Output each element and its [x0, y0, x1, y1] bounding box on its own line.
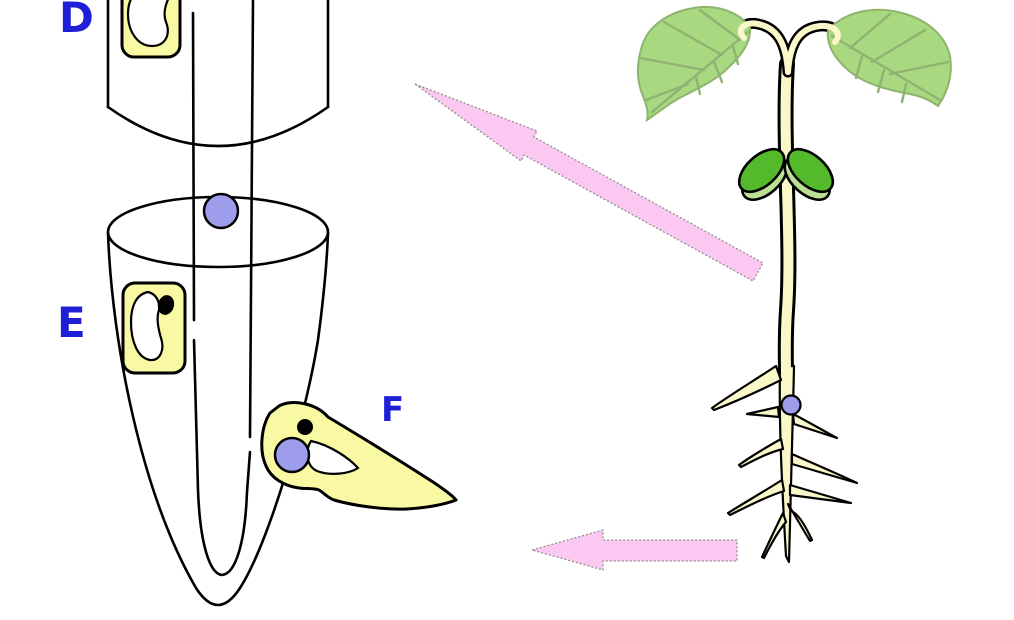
cell-f-root-hair	[260, 401, 458, 511]
stem-fill	[780, 59, 794, 377]
right-leaf-blade	[826, 8, 952, 108]
cell-d	[120, 0, 182, 59]
right-leaf-veins	[830, 12, 950, 104]
lateral-root	[726, 478, 786, 517]
cell-f-black-dot	[297, 419, 313, 435]
root-tip-outline	[106, 231, 330, 607]
cell-d-vacuole	[126, 0, 170, 48]
lateral-root	[737, 437, 785, 469]
arrows	[414, 83, 764, 571]
inner-column-right-line	[248, 0, 255, 439]
right-petiole-fill	[785, 22, 841, 75]
lateral-root	[710, 364, 783, 412]
left-leaf	[637, 6, 752, 123]
label-f: F	[381, 390, 404, 430]
inner-column-left-line	[191, 11, 196, 322]
cell-e	[121, 281, 187, 375]
arrow-lower-horizontal-icon	[529, 529, 738, 571]
seedling	[637, 6, 952, 564]
column-nucleus-circle	[202, 192, 240, 230]
seedling-root-nucleus-dot	[780, 394, 802, 416]
cotyledons	[737, 147, 835, 201]
cell-f-purple-nucleus	[273, 436, 311, 474]
left-cotyledon	[737, 147, 789, 201]
inner-column	[191, 0, 255, 577]
lateral-root	[790, 452, 859, 485]
label-d: D	[59, 0, 94, 42]
left-leaf-veins	[638, 8, 750, 114]
root-system	[710, 364, 859, 564]
lateral-root	[788, 483, 853, 505]
left-leaf-blade	[637, 6, 752, 123]
label-e: E	[57, 298, 86, 347]
lateral-root	[760, 511, 788, 560]
arrow-upper-diagonal-icon	[414, 83, 764, 282]
lateral-root	[745, 405, 781, 419]
root-body	[106, 195, 330, 607]
root-tip-diagram: D E F	[57, 0, 458, 607]
upper-cylinder	[106, 0, 330, 148]
lateral-root	[786, 502, 814, 543]
lateral-root	[791, 412, 839, 440]
cell-e-nucleus	[157, 295, 175, 315]
right-leaf	[826, 8, 952, 108]
right-cotyledon	[783, 147, 835, 201]
right-cotyledon-top	[786, 147, 835, 194]
upper-cylinder-bottom-arc	[106, 105, 330, 148]
inner-column-u-tube	[192, 338, 252, 577]
left-petiole-fill	[737, 20, 791, 75]
left-cotyledon-top	[737, 147, 786, 194]
